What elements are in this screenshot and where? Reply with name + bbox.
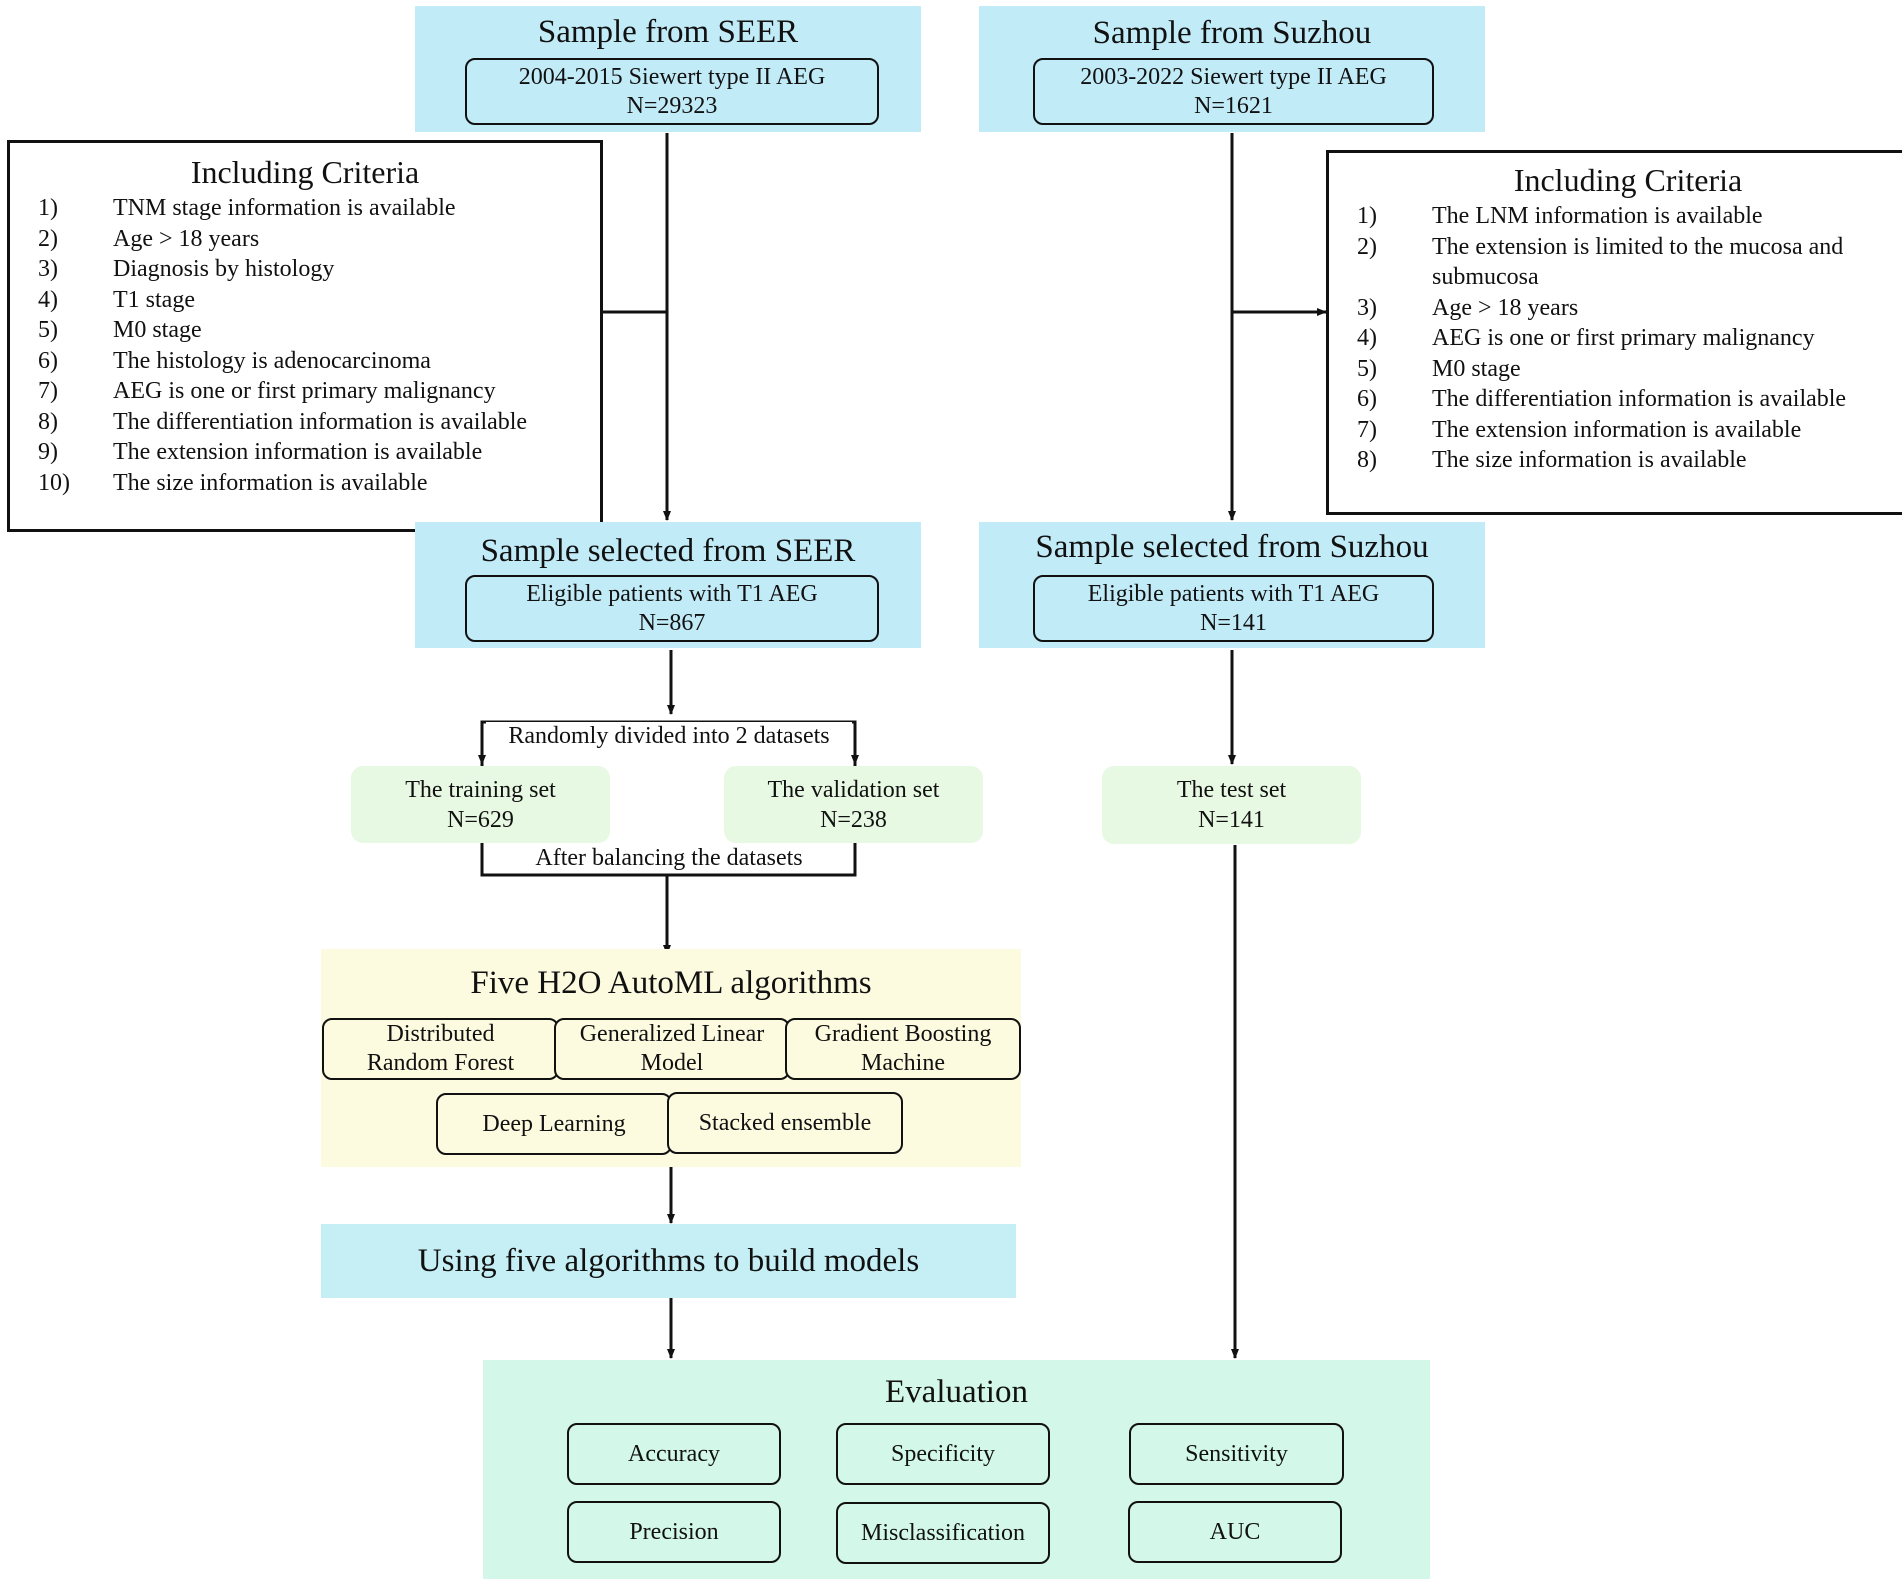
seer-sample-title: Sample from SEER: [537, 14, 799, 50]
criteria-item: 3)Diagnosis by histology: [38, 256, 335, 282]
suzhou-criteria-title: Including Criteria: [1513, 162, 1743, 198]
criteria-item: 5)M0 stage: [38, 317, 202, 343]
suzhou-sample-box: Sample from Suzhou 2003-2022 Siewert typ…: [979, 6, 1485, 132]
metric-accuracy: Accuracy: [567, 1423, 781, 1485]
criteria-item: 10)The size information is available: [38, 469, 428, 496]
training-set-count: N=629: [447, 806, 514, 833]
criteria-item: 6)The differentiation information is ava…: [1357, 386, 1847, 412]
algo-distributed-random-forest: Distributed Random Forest: [322, 1018, 559, 1080]
test-set-count: N=141: [1198, 807, 1265, 833]
suzhou-criteria-list: 1)The LNM information is available 2)The…: [1357, 201, 1857, 476]
seer-sample-info: 2004-2015 Siewert type II AEG N=29323: [465, 58, 879, 125]
seer-selected-desc: Eligible patients with T1 AEG: [526, 580, 818, 607]
suzhou-selected-title: Sample selected from Suzhou: [1035, 529, 1429, 565]
suzhou-selected-desc: Eligible patients with T1 AEG: [1087, 580, 1380, 607]
metric-precision: Precision: [567, 1501, 781, 1563]
validation-set-label: The validation set: [767, 776, 940, 803]
criteria-item: 4)AEG is one or first primary malignancy: [1357, 325, 1815, 351]
suzhou-sample-count: N=1621: [1194, 92, 1273, 119]
criteria-item: 7)The extension information is available: [1357, 416, 1802, 443]
seer-criteria-list: 1)TNM stage information is available 2)A…: [38, 193, 600, 498]
criteria-item: 3)Age > 18 years: [1357, 294, 1579, 321]
metric-sensitivity: Sensitivity: [1129, 1423, 1344, 1485]
suzhou-selected-count: N=141: [1200, 609, 1267, 636]
seer-sample-range: 2004-2015 Siewert type II AEG: [518, 63, 826, 90]
algo-deep-learning: Deep Learning: [436, 1093, 672, 1155]
training-set-box: The training set N=629: [351, 766, 610, 843]
validation-set-count: N=238: [820, 806, 887, 833]
training-set-label: The training set: [405, 776, 556, 803]
evaluation-title: Evaluation: [885, 1374, 1028, 1410]
algo-gradient-boosting-machine: Gradient Boosting Machine: [785, 1018, 1021, 1080]
automl-title: Five H2O AutoML algorithms: [470, 965, 872, 1001]
metric-auc: AUC: [1128, 1501, 1342, 1563]
suzhou-selected-box: Sample selected from Suzhou Eligible pat…: [979, 522, 1485, 648]
metric-specificity: Specificity: [836, 1423, 1050, 1485]
seer-criteria-box: Including Criteria 1)TNM stage informati…: [7, 140, 603, 532]
criteria-item: 8)The size information is available: [1357, 447, 1747, 473]
algo-stacked-ensemble: Stacked ensemble: [667, 1092, 903, 1154]
balance-label: After balancing the datasets: [535, 845, 803, 871]
criteria-item: 9)The extension information is available: [38, 439, 483, 465]
seer-selected-box: Sample selected from SEER Eligible patie…: [415, 522, 921, 648]
seer-criteria-title: Including Criteria: [190, 154, 420, 190]
criteria-item: 5)M0 stage: [1357, 355, 1521, 382]
algo-generalized-linear-model: Generalized Linear Model: [554, 1018, 790, 1080]
criteria-item: 6)The histology is adenocarcinoma: [38, 347, 431, 374]
build-models-box: Using five algorithms to build models: [321, 1224, 1016, 1298]
test-set-box: The test set N=141: [1102, 766, 1361, 844]
criteria-item: 4)T1 stage: [38, 286, 195, 313]
criteria-item: 7)AEG is one or first primary malignancy: [38, 378, 496, 404]
metric-misclassification: Misclassification: [836, 1502, 1050, 1564]
seer-sample-box: Sample from SEER 2004-2015 Siewert type …: [415, 6, 921, 132]
suzhou-selected-info: Eligible patients with T1 AEG N=141: [1033, 575, 1434, 642]
criteria-item: 1)TNM stage information is available: [38, 195, 456, 221]
criteria-item: 2)The extension is limited to the mucosa…: [1357, 233, 1844, 291]
criteria-item: 8)The differentiation information is ava…: [38, 408, 528, 435]
seer-selected-count: N=867: [638, 609, 706, 636]
suzhou-sample-title: Sample from Suzhou: [1092, 15, 1372, 51]
build-models-label: Using five algorithms to build models: [417, 1243, 920, 1279]
criteria-item: 2)Age > 18 years: [38, 225, 260, 252]
seer-sample-count: N=29323: [626, 92, 718, 119]
suzhou-sample-range: 2003-2022 Siewert type II AEG: [1080, 63, 1387, 90]
suzhou-criteria-box: Including Criteria 1)The LNM information…: [1326, 150, 1902, 515]
seer-selected-title: Sample selected from SEER: [480, 533, 856, 569]
criteria-item: 1)The LNM information is available: [1357, 203, 1763, 229]
seer-selected-info: Eligible patients with T1 AEG N=867: [465, 575, 879, 642]
test-set-label: The test set: [1176, 777, 1287, 803]
split-label: Randomly divided into 2 datasets: [486, 722, 852, 750]
validation-set-box: The validation set N=238: [724, 766, 983, 843]
suzhou-sample-info: 2003-2022 Siewert type II AEG N=1621: [1033, 58, 1434, 125]
